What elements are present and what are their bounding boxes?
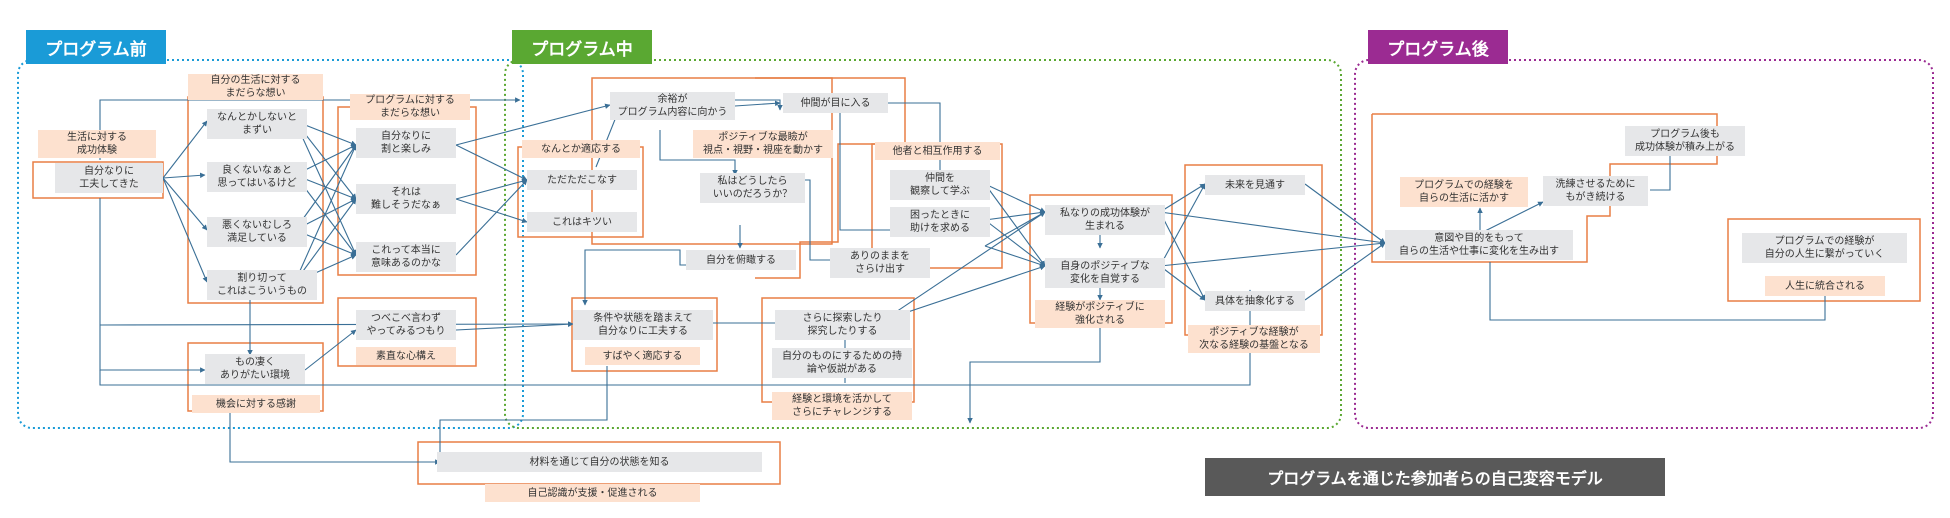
header-during: プログラム中 — [512, 30, 652, 64]
must-do-node: なんとかしないと まずい — [207, 109, 307, 139]
connects-node: プログラムでの経験が 自分の人生に繋がっていく — [1742, 233, 1907, 263]
own-life-thoughts-label: 自分の生活に対する まだらな想い — [188, 74, 323, 100]
margin-node: 余裕が プログラム内容に向かう — [610, 92, 735, 120]
strengthen-label: 経験がポジティブに 強化される — [1035, 300, 1165, 328]
observe-node: 仲間を 観察して学ぶ — [890, 170, 990, 200]
intention-node: 意図や目的をもって 自らの生活や仕事に変化を生み出す — [1385, 230, 1573, 260]
positive-base-label: ポジティブな経験が 次なる経験の基盤となる — [1188, 325, 1320, 353]
success-born-node: 私なりの成功体験が 生まれる — [1045, 205, 1165, 235]
show-self-node: ありのままを さらけ出す — [830, 248, 930, 278]
abstract-node: 具体を抽象化する — [1205, 291, 1305, 311]
positive-change-node: 自身のポジティブな 変化を自覚する — [1045, 258, 1165, 288]
accumulate-node: プログラム後も 成功体験が積み上がる — [1625, 126, 1745, 156]
enjoy-node: 自分なりに 割と楽しみ — [356, 128, 456, 158]
header-before: プログラム前 — [26, 30, 166, 64]
phase-after-frame — [1354, 59, 1934, 429]
manage-label: なんとか適応する — [522, 140, 640, 158]
future-node: 未来を見通す — [1205, 175, 1305, 195]
life-success-label: 生活に対する 成功体験 — [38, 130, 156, 158]
overlook-node: 自分を俯瞰する — [686, 250, 796, 270]
use-exp-label: プログラムでの経験を 自らの生活に活かす — [1400, 177, 1528, 207]
hard-node: これはキツい — [527, 212, 637, 232]
ask-help-node: 困ったときに 助けを求める — [890, 207, 990, 237]
grateful-env-node: もの凄く ありがたい環境 — [205, 354, 305, 384]
gratitude-label: 機会に対する感謝 — [192, 395, 320, 413]
program-thoughts-label: プログラムに対する まだらな想い — [350, 94, 470, 120]
integrate-label: 人生に統合される — [1765, 276, 1885, 296]
positive-frame-label: ポジティブな最瞼が 視点・視野・視座を動かす — [693, 130, 833, 158]
quick-adapt-label: すばやく適応する — [585, 347, 700, 365]
header-after: プログラム後 — [1368, 30, 1508, 64]
self-worked-node: 自分なりに 工夫してきた — [55, 163, 163, 193]
peers-enter-node: 仲間が目に入る — [783, 93, 888, 113]
try-anyway-node: つべこべ言わず やってみるつもり — [356, 310, 456, 340]
diagram-title: プログラムを通じた参加者らの自己変容モデル — [1205, 458, 1665, 496]
material-node: 材料を通じて自分の状態を知る — [437, 452, 762, 472]
what-should-node: 私はどうしたら いいのだろうか？ — [700, 173, 805, 203]
think-bad-node: 良くないなぁと 思ってはいるけど — [207, 162, 307, 192]
honest-label: 素直な心構え — [356, 347, 456, 365]
mutual-label: 他者と相互作用する — [875, 142, 1000, 160]
meaningful-node: これって本当に 意味あるのかな — [356, 242, 456, 272]
hypothesis-node: 自分のものにするための持 論や仮説がある — [772, 348, 912, 378]
self-aware-label: 自己認識が支援・促進される — [485, 484, 700, 502]
phase-during-frame — [504, 59, 1342, 429]
adapt-condition-node: 条件や状態を踏まえて 自分なりに工夫する — [573, 310, 713, 340]
explore-node: さらに探索したり 探究したりする — [775, 310, 910, 340]
resigned-node: 割り切って これはこういうもの — [207, 270, 317, 300]
refine-node: 洗練させるために もがき続ける — [1543, 176, 1648, 206]
just-do-node: ただただこなす — [527, 170, 637, 190]
challenge-label: 経験と環境を活かして さらにチャレンジする — [772, 392, 912, 420]
not-bad-node: 悪くないむしろ 満足している — [207, 217, 307, 247]
difficult-node: それは 難しそうだなぁ — [356, 184, 456, 214]
